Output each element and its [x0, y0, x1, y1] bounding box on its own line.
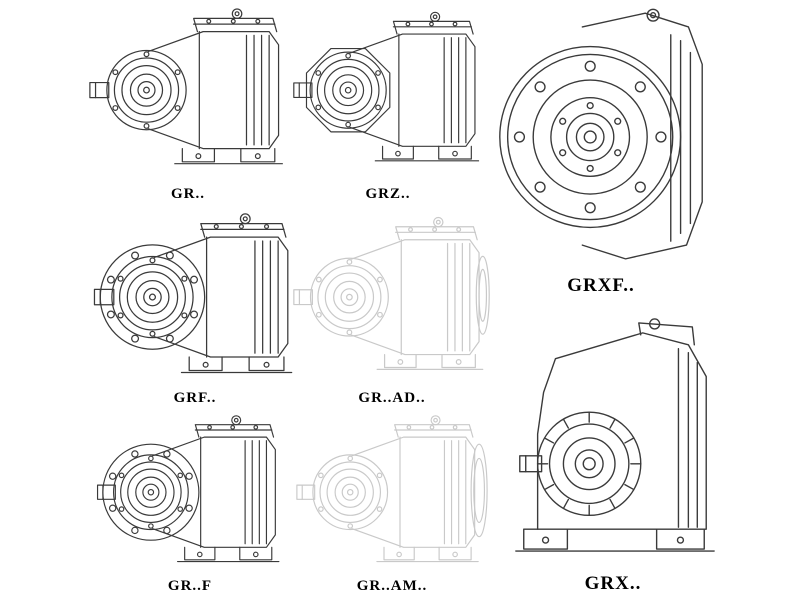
figure-label-gr-f: GR..F — [167, 578, 213, 594]
grz-drawing-area — [292, 2, 484, 182]
gr-f-drawing-area — [90, 414, 290, 574]
figure-label-grz: GRZ.. — [365, 186, 411, 202]
grx-drawing-area — [494, 302, 732, 572]
gr-ad-drawing-area — [292, 212, 492, 386]
grx-gear-reducer-drawing — [515, 318, 715, 552]
figure-gr: GR.. — [88, 2, 288, 206]
figure-label-gr: GR.. — [171, 186, 205, 202]
figure-gr-f: GR..F — [90, 414, 290, 598]
gr-am-motor-adapter-gear-reducer-drawing — [296, 415, 488, 563]
figure-label-grxf: GRXF.. — [567, 275, 635, 296]
figure-grx: GRX.. — [494, 302, 732, 596]
gr-ad-adapter-gear-reducer-drawing — [293, 216, 490, 370]
figure-gr-ad: GR..AD.. — [292, 212, 492, 410]
figure-label-gr-ad: GR..AD.. — [358, 390, 426, 406]
figure-gr-am: GR..AM.. — [292, 414, 492, 598]
gr-am-drawing-area — [292, 414, 492, 574]
figure-label-grf: GRF.. — [173, 390, 217, 406]
gr-f-flange-gear-reducer-drawing — [96, 415, 280, 563]
grf-flange-gear-reducer-drawing — [93, 213, 293, 374]
figure-grxf: GRXF.. — [488, 2, 714, 298]
gr-drawing-area — [88, 2, 288, 182]
figure-label-gr-am: GR..AM.. — [356, 578, 428, 594]
grz-gear-reducer-drawing — [293, 11, 480, 162]
figure-label-grx: GRX.. — [584, 573, 642, 594]
grxf-drawing-area — [488, 2, 714, 274]
grxf-flange-gear-reducer-drawing — [499, 8, 703, 260]
grf-drawing-area — [92, 212, 298, 386]
figure-grf: GRF.. — [92, 212, 298, 410]
gr-gear-reducer-drawing — [89, 8, 283, 165]
figure-grz: GRZ.. — [292, 2, 484, 206]
